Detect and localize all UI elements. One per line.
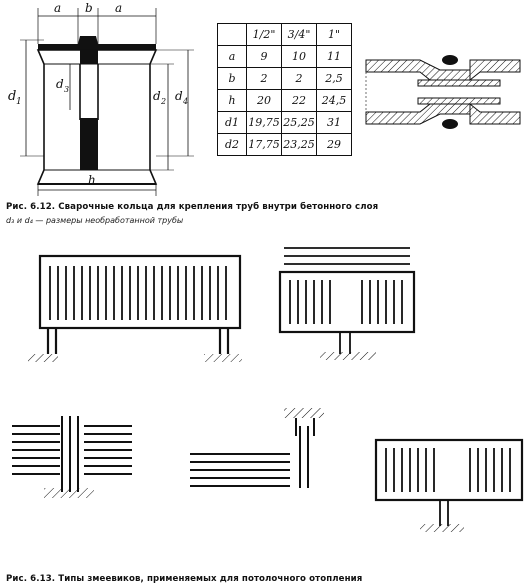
- dim-label-a-right: a: [115, 1, 122, 15]
- dim-label-d3-sub: 3: [64, 85, 69, 94]
- table-row: b 2 2 2,5: [217, 67, 352, 90]
- ring-dimensions-table: 1/2" 3/4" 1" a 9 10 11 b 2 2 2,5 h 20 22…: [217, 23, 352, 156]
- row-label: b: [217, 67, 247, 90]
- row-label: a: [217, 45, 247, 68]
- table-cell: 2,5: [316, 67, 352, 90]
- ceiling-coil-diagrams: [12, 247, 524, 532]
- table-cell: 9: [246, 45, 282, 68]
- table-col-header: 1": [316, 23, 352, 46]
- dim-label-h: h: [88, 173, 96, 187]
- coil-type-5: [374, 438, 524, 526]
- row-label: h: [217, 89, 247, 112]
- coil-type-2: [278, 247, 416, 354]
- table-cell: 2: [281, 67, 317, 90]
- dim-label-d4-sub: 4: [182, 97, 188, 106]
- table-row: d1 19,75 25,25 31: [217, 111, 352, 134]
- welding-ring-drawing: a b a d 1 d 3 d 2 d 4 h: [8, 1, 521, 196]
- dim-label-a-left: a: [54, 1, 61, 15]
- dim-label-d3: d: [56, 77, 64, 91]
- table-col-header: 1/2": [246, 23, 282, 46]
- coil-type-4: [190, 418, 315, 488]
- coil-type-3: [12, 416, 132, 492]
- table-cell: 19,75: [246, 111, 282, 134]
- table-cell: 23,25: [281, 133, 317, 156]
- coil-type-1: [38, 254, 242, 354]
- figure-6-12-caption: Рис. 6.12. Сварочные кольца для креплени…: [6, 202, 379, 212]
- table-cell: 11: [316, 45, 352, 68]
- figure-6-12-note: d₃ и d₄ — размеры необработанной трубы: [6, 216, 184, 225]
- table-cell: 22: [281, 89, 317, 112]
- dim-label-d2: d: [153, 89, 161, 103]
- table-header-row: 1/2" 3/4" 1": [217, 23, 352, 46]
- dim-label-d4: d: [175, 89, 183, 103]
- table-cell: 24,5: [316, 89, 352, 112]
- row-label: d2: [217, 133, 247, 156]
- table-col-header: 3/4": [281, 23, 317, 46]
- row-label: d1: [217, 111, 247, 134]
- dim-label-d1: d: [8, 89, 16, 104]
- welded-pipe-section: [365, 55, 521, 129]
- table-cell: 20: [246, 89, 282, 112]
- table-cell: 17,75: [246, 133, 282, 156]
- table-cell: 2: [246, 67, 282, 90]
- table-row: a 9 10 11: [217, 45, 352, 68]
- figure-6-13-caption: Рис. 6.13. Типы змеевиков, применяемых д…: [6, 574, 363, 584]
- dim-label-b: b: [85, 1, 93, 15]
- table-row: h 20 22 24,5: [217, 89, 352, 112]
- dim-label-d1-sub: 1: [16, 97, 22, 107]
- table-row: d2 17,75 23,25 29: [217, 133, 352, 156]
- table-cell: 10: [281, 45, 317, 68]
- table-cell: 29: [316, 133, 352, 156]
- table-cell: 31: [316, 111, 352, 134]
- table-cell: 25,25: [281, 111, 317, 134]
- dim-label-d2-sub: 2: [160, 97, 166, 106]
